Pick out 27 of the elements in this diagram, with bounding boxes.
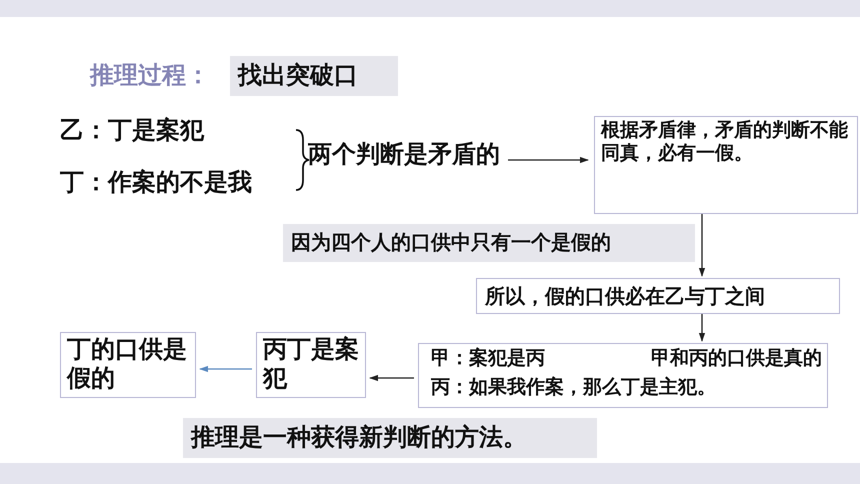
highlight-box [183, 418, 597, 458]
statement-box [594, 116, 858, 214]
box-text: 因为四个人的口供中只有一个是假的 [291, 230, 611, 254]
box-text: 甲和丙的口供是真的 [651, 347, 822, 370]
arrow [199, 366, 252, 372]
box-text: 根据矛盾律，矛盾的判断不能同真，必有一假。 [601, 119, 849, 165]
highlight-box [230, 56, 398, 96]
box-text: 推理是一种获得新判断的方法。 [191, 422, 527, 452]
box-text: 甲：案犯是丙 [431, 347, 545, 370]
arrow [698, 214, 706, 277]
highlight-box [283, 224, 695, 262]
box-text: 丁的口供是假的 [67, 335, 188, 393]
arrow [369, 374, 414, 382]
box-text: 丙丁是案犯 [263, 335, 359, 393]
statement-text: 丁：作案的不是我 [60, 168, 252, 197]
statement-box [60, 332, 196, 398]
box-text: 找出突破口 [238, 60, 358, 90]
box-text: 所以，假的口供必在乙与丁之间 [485, 284, 765, 308]
arrow [508, 156, 589, 164]
box-text: 丙：如果我作案，那么丁是主犯。 [431, 376, 716, 399]
statement-box [476, 278, 840, 314]
arrow [698, 314, 706, 342]
statement-box [256, 332, 366, 398]
statement-text: 乙：丁是案犯 [60, 116, 204, 145]
heading: 推理过程： [90, 61, 210, 90]
conclusion-text: 两个判断是矛盾的 [308, 140, 500, 169]
statement-box [418, 343, 828, 408]
